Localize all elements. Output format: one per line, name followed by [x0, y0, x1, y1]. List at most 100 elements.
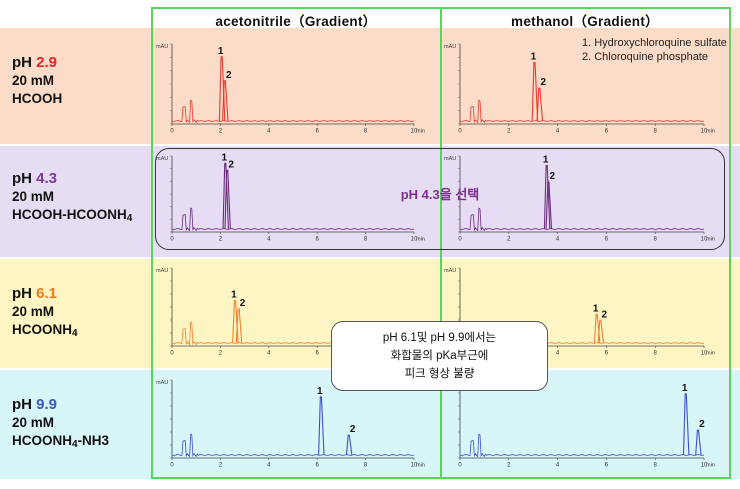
peak-label-2: 2	[602, 309, 608, 320]
note-line-1: pH 6.1및 pH 9.9에서는	[382, 332, 497, 344]
peak-2	[597, 319, 605, 344]
legend-item-2: 2. Chloroquine phosphate	[582, 51, 708, 63]
x-tick-label: 8	[654, 129, 658, 135]
callout-peak-note-text: pH 6.1및 pH 9.9에서는 화합물의 pKa부근에 피크 형상 불량	[331, 329, 548, 383]
x-unit-label: min	[706, 351, 715, 357]
x-tick-label: 4	[267, 351, 271, 357]
peak-label-1: 1	[682, 383, 688, 394]
frame-methanol	[440, 7, 731, 479]
x-tick-label: 0	[170, 129, 174, 135]
x-tick-label: 10	[701, 129, 708, 135]
ph-prefix: pH	[12, 396, 37, 413]
row-label-2: pH 4.3 20 mM HCOOH-HCOONH4	[12, 170, 132, 228]
x-tick-label: 2	[507, 129, 511, 135]
peak-2	[222, 80, 229, 122]
peak-label-1: 1	[221, 152, 227, 163]
buffer-name: HCOOH-HCOONH	[12, 207, 127, 222]
x-tick-label: 6	[316, 129, 320, 135]
row-label-3: pH 6.1 20 mM HCOONH4	[12, 285, 78, 343]
x-unit-label: min	[706, 463, 715, 469]
buffer-conc: 20 mM	[12, 189, 55, 204]
baseline-trace	[171, 207, 415, 232]
peak-1	[222, 162, 229, 230]
x-tick-label: 10	[701, 463, 708, 469]
peak-label-1: 1	[593, 304, 599, 315]
x-tick-label: 10	[411, 463, 418, 469]
x-tick-label: 0	[458, 237, 462, 243]
note-line-3: 피크 형상 불량	[404, 368, 475, 380]
x-tick-label: 6	[316, 351, 320, 357]
x-tick-label: 6	[605, 463, 609, 469]
buffer-tail: -NH3	[77, 433, 110, 448]
peak-label-1: 1	[218, 46, 224, 57]
peak-label-2: 2	[541, 77, 547, 88]
x-tick-label: 8	[654, 237, 658, 243]
x-tick-label: 0	[170, 351, 174, 357]
x-tick-label: 4	[556, 351, 560, 357]
x-tick-label: 0	[170, 463, 174, 469]
peak-label-1: 1	[543, 155, 549, 166]
buffer-conc: 20 mM	[12, 73, 55, 88]
x-tick-label: 0	[458, 129, 462, 135]
y-unit-label: mAU	[156, 44, 168, 50]
peak-2	[695, 429, 702, 456]
x-tick-label: 6	[316, 463, 320, 469]
x-tick-label: 8	[654, 463, 658, 469]
peak-1	[593, 314, 601, 344]
buffer-name: HCOOH	[12, 91, 63, 106]
peak-2	[536, 87, 544, 122]
y-unit-label: mAU	[444, 156, 456, 162]
x-tick-label: 2	[219, 351, 223, 357]
x-unit-label: min	[706, 129, 715, 135]
peak-2	[545, 181, 553, 230]
x-tick-label: 10	[701, 351, 708, 357]
x-tick-label: 10	[411, 129, 418, 135]
note-line-2: 화합물의 pKa부근에	[390, 350, 489, 362]
peak-1	[682, 393, 690, 456]
x-tick-label: 10	[701, 237, 708, 243]
buffer-conc: 20 mM	[12, 304, 55, 319]
ph-value: 2.9	[36, 54, 58, 71]
header-methanol: methanol（Gradient）	[511, 14, 659, 29]
peak-2	[224, 169, 231, 230]
x-tick-label: 4	[267, 237, 271, 243]
x-tick-label: 4	[556, 129, 560, 135]
baseline-trace	[459, 99, 705, 124]
x-tick-label: 6	[605, 351, 609, 357]
callout-selected	[155, 148, 725, 250]
row-band-2	[0, 146, 740, 257]
buffer-sub: 4	[72, 328, 78, 339]
baseline-trace	[171, 99, 415, 124]
callout-selected-text: pH 4.3을 선택	[400, 187, 480, 202]
peak-2	[235, 308, 243, 344]
x-tick-label: 0	[170, 237, 174, 243]
x-unit-label: min	[416, 463, 425, 469]
peak-label-2: 2	[226, 70, 232, 81]
peak-label-1: 1	[317, 386, 323, 397]
x-tick-label: 0	[458, 463, 462, 469]
baseline-trace	[459, 207, 705, 232]
ph-prefix: pH	[12, 285, 37, 302]
ph-prefix: pH	[12, 170, 37, 187]
x-tick-label: 2	[507, 463, 511, 469]
row-label-1: pH 2.9 20 mM HCOOH	[12, 54, 62, 112]
x-unit-label: min	[416, 237, 425, 243]
y-unit-label: mAU	[156, 268, 168, 274]
peak-1	[531, 62, 539, 122]
y-unit-label: mAU	[444, 44, 456, 50]
buffer-conc: 20 mM	[12, 415, 55, 430]
x-tick-label: 8	[364, 463, 368, 469]
x-tick-label: 6	[316, 237, 320, 243]
buffer-name: HCOONH	[12, 433, 72, 448]
x-tick-label: 2	[219, 463, 223, 469]
peak-label-2: 2	[699, 419, 705, 430]
y-unit-label: mAU	[444, 268, 456, 274]
peak-label-2: 2	[550, 171, 556, 182]
ph-prefix: pH	[12, 54, 37, 71]
x-unit-label: min	[416, 129, 425, 135]
x-tick-label: 8	[364, 237, 368, 243]
x-tick-label: 4	[267, 463, 271, 469]
row-band-1	[0, 28, 740, 144]
